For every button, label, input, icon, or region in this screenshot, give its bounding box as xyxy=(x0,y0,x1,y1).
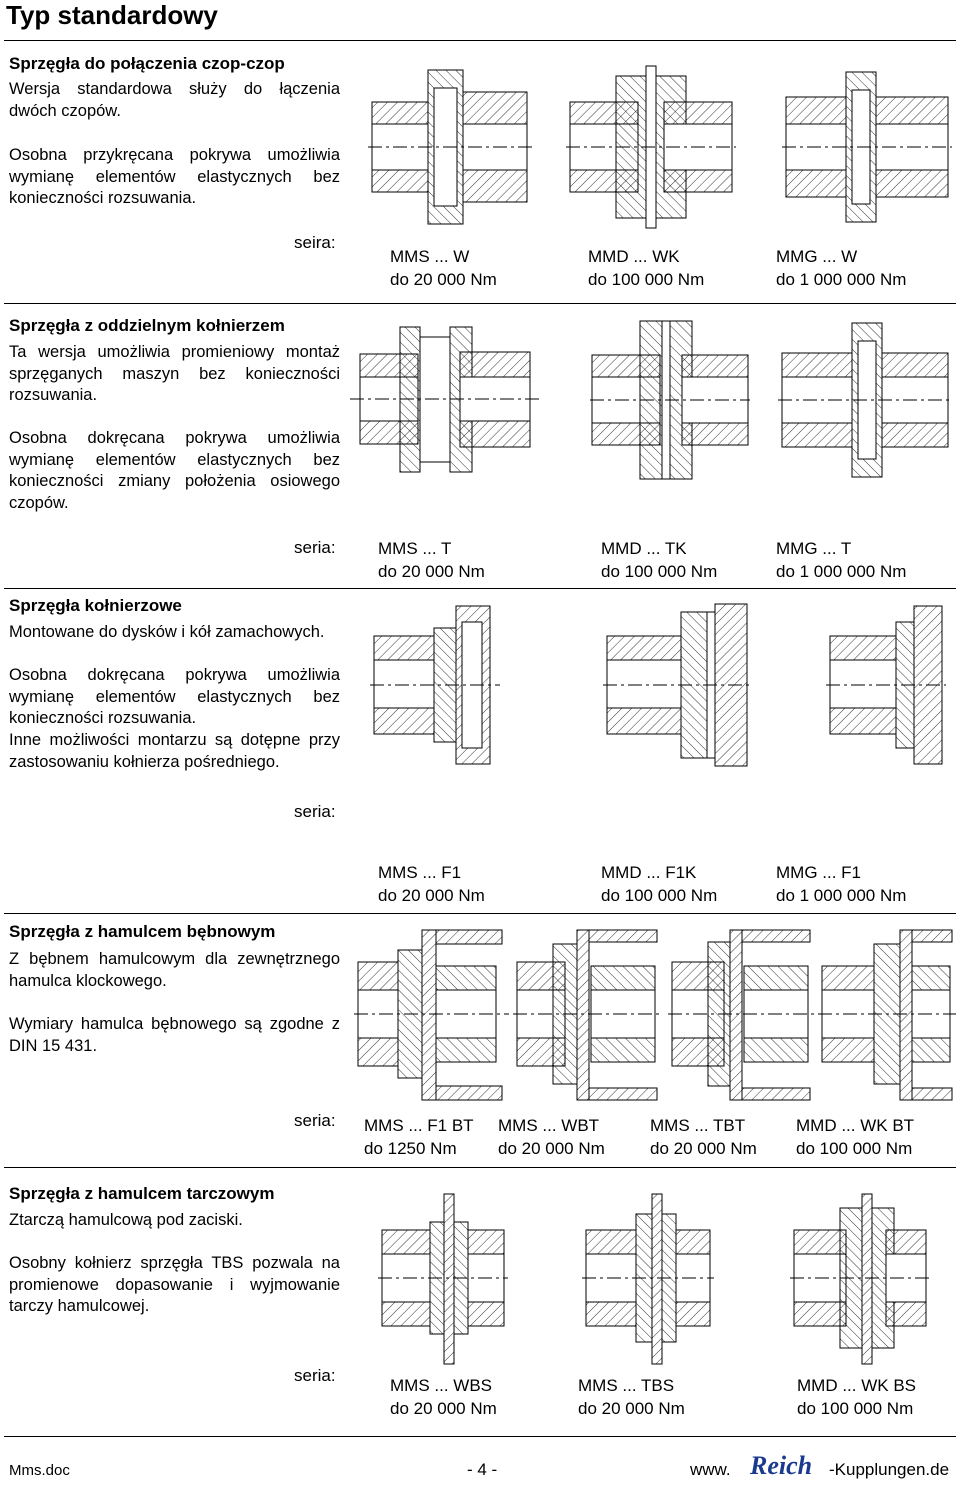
coupling-drawing xyxy=(782,71,952,223)
coupling-drawing xyxy=(790,1193,930,1365)
series-torque: do 1 000 000 Nm xyxy=(776,562,907,581)
coupling-drawing xyxy=(378,1193,508,1365)
series-name: MMS ... F1 xyxy=(378,863,462,882)
section-text: Osobna dokręcana pokrywa umożliwia wymia… xyxy=(9,429,340,512)
series-torque: do 100 000 Nm xyxy=(588,270,705,289)
series-torque: do 1 000 000 Nm xyxy=(776,886,907,905)
series-torque: do 1 000 000 Nm xyxy=(776,270,907,289)
divider xyxy=(4,588,956,589)
series-label: seira: xyxy=(294,233,336,252)
series-name: MMG ... W xyxy=(776,247,858,266)
divider xyxy=(4,1167,956,1168)
section-text: Inne możliwości montarzu są dotępne przy… xyxy=(9,731,340,771)
series-name: MMD ... WK BS xyxy=(797,1376,916,1395)
series-label: seria: xyxy=(294,802,336,821)
coupling-drawing xyxy=(513,929,663,1101)
footer-filename: Mms.doc xyxy=(9,1462,70,1479)
series-torque: do 100 000 Nm xyxy=(797,1399,914,1418)
series-name: MMS ... T xyxy=(378,539,452,558)
section-heading: Sprzęgła z oddzielnym kołnierzem xyxy=(9,316,285,335)
section-text: Ta wersja umożliwia promieniowy montaż s… xyxy=(9,343,340,404)
section-text: Osobna przykręcana pokrywa umożliwia wym… xyxy=(9,146,340,207)
series-name: MMS ... WBT xyxy=(498,1116,600,1135)
section-heading: Sprzęgła do połączenia czop-czop xyxy=(9,54,285,73)
coupling-drawing xyxy=(603,603,753,767)
footer-url-suffix: -Kupplungen.de xyxy=(829,1460,950,1479)
series-torque: do 20 000 Nm xyxy=(498,1139,605,1158)
section-heading: Sprzęgła z hamulcem tarczowym xyxy=(9,1184,275,1203)
series-name: MMD ... TK xyxy=(601,539,687,558)
page-number: - 4 - xyxy=(467,1460,498,1479)
section-text: Osobna dokręcana pokrywa umożliwia wymia… xyxy=(9,666,340,727)
coupling-drawing xyxy=(668,929,816,1101)
coupling-drawing xyxy=(818,929,956,1101)
series-name: MMS ... F1 BT xyxy=(364,1116,474,1135)
section-heading: Sprzęgła kołnierzowe xyxy=(9,596,182,615)
series-name: MMS ... TBS xyxy=(578,1376,675,1395)
series-name: MMG ... T xyxy=(776,539,852,558)
divider xyxy=(4,1436,956,1437)
section-text: Montowane do dysków i kół zamachowych. xyxy=(9,623,325,641)
coupling-drawing xyxy=(778,322,953,478)
section-text: Wersja standardowa służy do łączenia dwó… xyxy=(9,80,340,120)
section-text: Ztarczą hamulcową pod zaciski. xyxy=(9,1211,243,1229)
series-label: seria: xyxy=(294,1111,336,1130)
series-name: MMD ... WK BT xyxy=(796,1116,915,1135)
series-name: MMD ... WK xyxy=(588,247,680,266)
series-torque: do 100 000 Nm xyxy=(601,562,718,581)
reich-logo: Reich xyxy=(750,1451,813,1480)
series-name: MMS ... W xyxy=(390,247,470,266)
page-title: Typ standardowy xyxy=(6,0,218,30)
section-text: Z bębnem hamulcowym dla zewnętrznego ham… xyxy=(9,950,340,990)
series-torque: do 1250 Nm xyxy=(364,1139,457,1158)
series-torque: do 20 000 Nm xyxy=(390,270,497,289)
coupling-drawing xyxy=(370,605,500,765)
series-torque: do 100 000 Nm xyxy=(601,886,718,905)
section-text: Wymiary hamulca bębnowego są zgodne z DI… xyxy=(9,1015,340,1055)
series-label: seria: xyxy=(294,1366,336,1385)
divider xyxy=(4,40,956,41)
series-torque: do 20 000 Nm xyxy=(650,1139,757,1158)
coupling-drawing xyxy=(350,326,540,473)
coupling-drawing xyxy=(826,605,946,765)
divider xyxy=(4,913,956,914)
series-torque: do 20 000 Nm xyxy=(578,1399,685,1418)
coupling-drawing xyxy=(354,929,509,1101)
coupling-drawing xyxy=(582,1193,714,1365)
series-name: MMD ... F1K xyxy=(601,863,697,882)
section-heading: Sprzęgła z hamulcem bębnowym xyxy=(9,922,276,941)
series-torque: do 20 000 Nm xyxy=(378,886,485,905)
series-torque: do 20 000 Nm xyxy=(390,1399,497,1418)
section-text: Osobny kołnierz sprzęgła TBS pozwala na … xyxy=(9,1254,340,1315)
coupling-drawing xyxy=(566,65,736,229)
series-label: seria: xyxy=(294,538,336,557)
series-torque: do 20 000 Nm xyxy=(378,562,485,581)
coupling-drawing xyxy=(368,69,533,225)
footer-url-prefix: www. xyxy=(690,1460,731,1479)
series-name: MMS ... WBS xyxy=(390,1376,492,1395)
divider xyxy=(4,303,956,304)
series-name: MMG ... F1 xyxy=(776,863,861,882)
series-name: MMS ... TBT xyxy=(650,1116,746,1135)
series-torque: do 100 000 Nm xyxy=(796,1139,913,1158)
coupling-drawing xyxy=(590,320,750,480)
